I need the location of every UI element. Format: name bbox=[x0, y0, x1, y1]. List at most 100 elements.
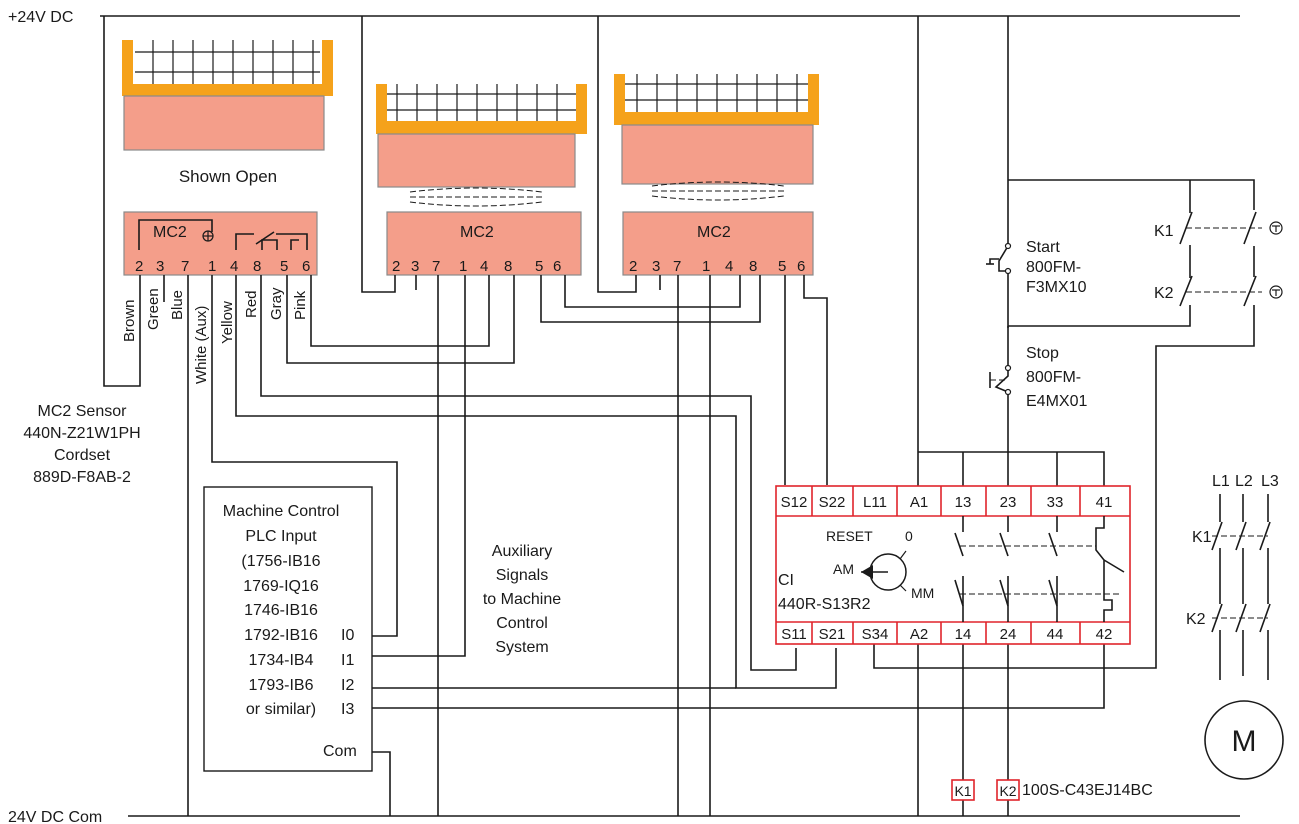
wire-color-label: Brown bbox=[121, 299, 138, 342]
relay-terminal: A1 bbox=[910, 494, 928, 511]
wire-color-label: Gray bbox=[268, 287, 285, 320]
relay-zero-label: 0 bbox=[905, 528, 913, 544]
guard-switch-2: MC2 2 3 7 1 4 8 5 6 bbox=[376, 84, 587, 276]
switch2-pin: 5 bbox=[535, 258, 543, 275]
start-pushbutton: Start 800FM- F3MX10 bbox=[986, 239, 1087, 296]
aux-k2-label: K2 bbox=[1154, 285, 1174, 302]
plc-line: 1769-IQ16 bbox=[243, 578, 319, 595]
relay-terminal: S11 bbox=[781, 626, 807, 643]
relay-terminal: S34 bbox=[862, 626, 889, 643]
relay-terminal: A2 bbox=[910, 626, 928, 643]
sensor-info-line: 889D-F8AB-2 bbox=[33, 469, 131, 486]
switch1-pin: 3 bbox=[156, 258, 164, 275]
relay-terminal: L11 bbox=[863, 494, 887, 511]
wire-color-label: White (Aux) bbox=[193, 306, 210, 384]
switch2-pin-numbers: 2 3 7 1 4 8 5 6 bbox=[392, 258, 561, 275]
relay-terminal: 42 bbox=[1096, 626, 1113, 643]
aux-text-line: System bbox=[495, 639, 548, 656]
wire-color-label: Green bbox=[145, 288, 162, 330]
start-part-2: F3MX10 bbox=[1026, 279, 1087, 296]
mode-selector-dial bbox=[861, 550, 907, 592]
main-k1-label: K1 bbox=[1192, 529, 1212, 546]
plc-line: 1746-IB16 bbox=[244, 602, 318, 619]
plc-line: 1793-IB6 bbox=[249, 677, 314, 694]
coil-k1-label: K1 bbox=[954, 783, 971, 799]
plc-input-label: I1 bbox=[341, 652, 354, 669]
wire-color-label: Yellow bbox=[219, 301, 236, 344]
stop-part-2: E4MX01 bbox=[1026, 393, 1087, 410]
switch1-pin: 5 bbox=[280, 258, 288, 275]
plc-line: 1734-IB4 bbox=[249, 652, 314, 669]
wire-color-label: Red bbox=[243, 290, 260, 318]
contactor-feedback-contacts: K1 K2 bbox=[1154, 211, 1283, 307]
switch1-pin: 7 bbox=[181, 258, 189, 275]
switch2-module-label: MC2 bbox=[460, 224, 494, 241]
coil-part-label: 100S-C43EJ14BC bbox=[1022, 782, 1153, 799]
relay-terminal: 13 bbox=[955, 494, 972, 511]
power-rails: +24V DC 24V DC Com bbox=[8, 9, 1240, 824]
guard-switch-3: MC2 2 3 7 1 4 8 5 6 bbox=[614, 74, 819, 276]
phase-label: L2 bbox=[1235, 473, 1253, 490]
relay-output-contacts bbox=[954, 516, 1125, 622]
relay-terminal: S22 bbox=[819, 494, 846, 511]
safety-relay: S12 S22 L11 A1 13 23 33 41 S11 S21 S34 A… bbox=[775, 485, 1131, 645]
switch3-pin: 8 bbox=[749, 258, 757, 275]
relay-name: CI bbox=[778, 572, 794, 589]
switch3-module bbox=[622, 211, 814, 276]
switch2-module bbox=[386, 211, 582, 276]
switch1-internal-contacts bbox=[138, 219, 308, 250]
sensor-info: MC2 Sensor 440N-Z21W1PH Cordset 889D-F8A… bbox=[23, 403, 140, 486]
aux-text-line: Signals bbox=[496, 567, 548, 584]
motor-label: M bbox=[1232, 725, 1257, 758]
aux-signals-note: Auxiliary Signals to Machine Control Sys… bbox=[483, 543, 561, 656]
plc-line: (1756-IB16 bbox=[241, 553, 320, 570]
relay-terminal: 23 bbox=[1000, 494, 1017, 511]
aux-text-line: Auxiliary bbox=[492, 543, 552, 560]
switch1-pin: 4 bbox=[230, 258, 238, 275]
guard-gate-3 bbox=[614, 74, 819, 185]
switch2-pin: 4 bbox=[480, 258, 488, 275]
relay-terminal: 41 bbox=[1096, 494, 1113, 511]
relay-top-terminals: S12 S22 L11 A1 13 23 33 41 bbox=[781, 494, 1113, 511]
plc-line: PLC Input bbox=[245, 528, 317, 545]
sensor-info-line: 440N-Z21W1PH bbox=[23, 425, 140, 442]
switch1-pin: 1 bbox=[208, 258, 216, 275]
relay-reset-label: RESET bbox=[826, 528, 873, 544]
aux-k1-label: K1 bbox=[1154, 223, 1174, 240]
switch2-pin: 1 bbox=[459, 258, 467, 275]
switch2-pin: 8 bbox=[504, 258, 512, 275]
plc-line: or similar) bbox=[246, 701, 316, 718]
coil-k2 bbox=[996, 779, 1020, 801]
wiring bbox=[103, 16, 1269, 816]
start-part-1: 800FM- bbox=[1026, 259, 1081, 276]
coil-k1 bbox=[951, 779, 975, 801]
switch3-pin: 1 bbox=[702, 258, 710, 275]
switch3-pin: 4 bbox=[725, 258, 733, 275]
phase-label: L1 bbox=[1212, 473, 1230, 490]
relay-mm-label: MM bbox=[911, 585, 934, 601]
relay-terminal: 24 bbox=[1000, 626, 1017, 643]
rail-top-label: +24V DC bbox=[8, 9, 73, 26]
plc-line: Machine Control bbox=[223, 503, 340, 520]
rail-bottom-label: 24V DC Com bbox=[8, 809, 102, 824]
relay-terminal: 33 bbox=[1047, 494, 1064, 511]
plc-input-label: I2 bbox=[341, 677, 354, 694]
wire-color-label: Blue bbox=[169, 290, 186, 320]
stop-pushbutton: Stop 800FM- E4MX01 bbox=[989, 345, 1087, 410]
guard-switch-1: Shown Open MC2 2 3 7 1 4 8 5 6 Brown Gre… bbox=[121, 40, 333, 384]
plc-input-block: Machine Control PLC Input (1756-IB16 176… bbox=[203, 486, 373, 772]
sensor-info-line: Cordset bbox=[54, 447, 111, 464]
switch2-pin: 7 bbox=[432, 258, 440, 275]
stop-label: Stop bbox=[1026, 345, 1059, 362]
start-label: Start bbox=[1026, 239, 1060, 256]
motor-symbol bbox=[1204, 700, 1284, 780]
guard-gate-2 bbox=[376, 84, 587, 188]
sensor-info-line: MC2 Sensor bbox=[38, 403, 128, 420]
switch1-pin: 6 bbox=[302, 258, 310, 275]
switch3-module-label: MC2 bbox=[697, 224, 731, 241]
switch3-pin: 7 bbox=[673, 258, 681, 275]
switch1-module bbox=[123, 211, 318, 276]
switch1-caption: Shown Open bbox=[179, 167, 277, 186]
motor-circuit: L1 L2 L3 K1 K2 M bbox=[1186, 473, 1284, 780]
